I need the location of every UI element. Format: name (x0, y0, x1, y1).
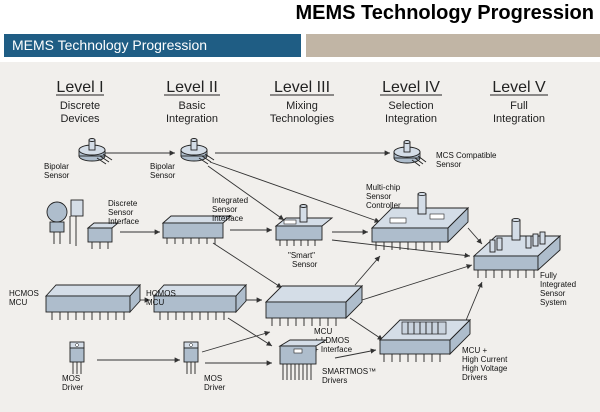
mcu-ldmos-interface: MCU + LDMOS + Interface (264, 284, 364, 354)
mcu-hc-label: High Voltage (462, 364, 508, 373)
hcmos-1-label: HCMOS (9, 289, 39, 298)
mcu-ldmos-label: + Interface (314, 345, 353, 354)
arrow (207, 165, 285, 221)
integrated-interface-label: Interface (212, 214, 244, 223)
smartmos-label: SMARTMOS™ (322, 367, 376, 376)
mcu-hc-label: Drivers (462, 373, 487, 382)
level-5-title: Level V (492, 79, 546, 96)
mcu-hc-label: MCU + (462, 346, 487, 355)
level-3-header: Level III Mixing Technologies (270, 79, 335, 125)
hcmos-mcu-1: HCMOS MCU (9, 283, 142, 320)
arrow (467, 227, 483, 245)
multichip-sensor-controller: Multi-chip Sensor Controller (366, 183, 470, 250)
bipolar-sensor-2-label: Bipolar (150, 162, 175, 171)
bipolar-sensor-1-label: Bipolar (44, 162, 69, 171)
integrated-sensor-interface: Integrated Sensor Interface (161, 196, 248, 244)
discrete-sensor-interface: Discrete Sensor Interface (46, 199, 140, 249)
mos-driver-1-label: MOS (62, 374, 80, 383)
integrated-interface-label: Sensor (212, 205, 238, 214)
mcs-sensor-label: MCS Compatible (436, 151, 497, 160)
smart-sensor: "Smart" Sensor (274, 204, 334, 269)
level-2-desc: Basic (179, 100, 206, 112)
banner-bar (4, 34, 301, 57)
level-4-title: Level IV (382, 79, 440, 96)
banner-label: MEMS Technology Progression (12, 37, 208, 53)
hcmos-mcu-2: HCMOS MCU (146, 283, 248, 320)
integrated-interface-label: Integrated (212, 196, 248, 205)
bipolar-sensor-1: Bipolar Sensor (44, 138, 113, 180)
level-5-desc2: Integration (493, 113, 545, 125)
hcmos-2-label: HCMOS (146, 289, 176, 298)
fully-integrated-label: Sensor (540, 289, 566, 298)
arrow (209, 161, 381, 223)
level-3-title: Level III (274, 79, 330, 96)
level-1-header: Level I Discrete Devices (56, 79, 104, 125)
fully-integrated-label: Integrated (540, 280, 576, 289)
arrow (227, 317, 273, 347)
hcmos-2-label: MCU (146, 298, 164, 307)
page-title: MEMS Technology Progression (295, 2, 594, 24)
level-3-desc: Mixing (286, 100, 318, 112)
level-3-desc2: Technologies (270, 113, 335, 125)
mcs-sensor-label: Sensor (436, 160, 462, 169)
multichip-label: Controller (366, 201, 401, 210)
arrow (331, 239, 471, 259)
mos-driver-2-label: Driver (204, 383, 226, 392)
arrow (361, 264, 473, 301)
arrow (349, 317, 384, 341)
discrete-interface-label: Discrete (108, 199, 138, 208)
level-1-title: Level I (56, 79, 103, 96)
bipolar-sensor-2: Bipolar Sensor (150, 138, 215, 180)
multichip-label: Sensor (366, 192, 392, 201)
fully-integrated-sensor-system: Fully Integrated Sensor System (472, 217, 576, 307)
mcs-compatible-sensor: MCS Compatible Sensor (393, 140, 497, 169)
hcmos-1-label: MCU (9, 298, 27, 307)
fully-integrated-label: System (540, 298, 567, 307)
multichip-label: Multi-chip (366, 183, 401, 192)
mos-driver-2-label: MOS (204, 374, 222, 383)
arrow (212, 242, 283, 289)
mcu-hc-label: High Current (462, 355, 508, 364)
smart-sensor-label: "Smart" (288, 251, 315, 260)
arrow (334, 348, 377, 359)
banner-accent-bar (306, 34, 600, 57)
bipolar-sensor-1-label: Sensor (44, 171, 70, 180)
level-4-desc: Selection (388, 100, 433, 112)
mos-driver-1: MOS Driver (62, 341, 85, 392)
level-2-desc2: Integration (166, 113, 218, 125)
arrow (354, 255, 381, 286)
arrow (201, 330, 271, 353)
smart-sensor-label: Sensor (292, 260, 318, 269)
mos-driver-2: MOS Driver (183, 341, 226, 392)
discrete-interface-label: Sensor (108, 208, 134, 217)
level-2-title: Level II (166, 79, 218, 96)
smartmos-drivers: SMARTMOS™ Drivers (278, 339, 376, 385)
mcu-ldmos-label: + LDMOS (314, 336, 349, 345)
level-2-header: Level II Basic Integration (164, 79, 220, 125)
fully-integrated-label: Fully (540, 271, 557, 280)
level-5-header: Level V Full Integration (490, 79, 548, 125)
discrete-interface-label: Interface (108, 217, 140, 226)
connections (97, 150, 483, 366)
level-4-header: Level IV Selection Integration (380, 79, 442, 125)
level-1-desc: Discrete (60, 100, 100, 112)
level-4-desc2: Integration (385, 113, 437, 125)
mos-driver-1-label: Driver (62, 383, 84, 392)
level-5-desc: Full (510, 100, 528, 112)
mcu-high-current-drivers: MCU + High Current High Voltage Drivers (378, 318, 508, 382)
level-1-desc2: Devices (60, 113, 100, 125)
smartmos-label: Drivers (322, 376, 347, 385)
mcu-ldmos-label: MCU (314, 327, 332, 336)
bipolar-sensor-2-label: Sensor (150, 171, 176, 180)
